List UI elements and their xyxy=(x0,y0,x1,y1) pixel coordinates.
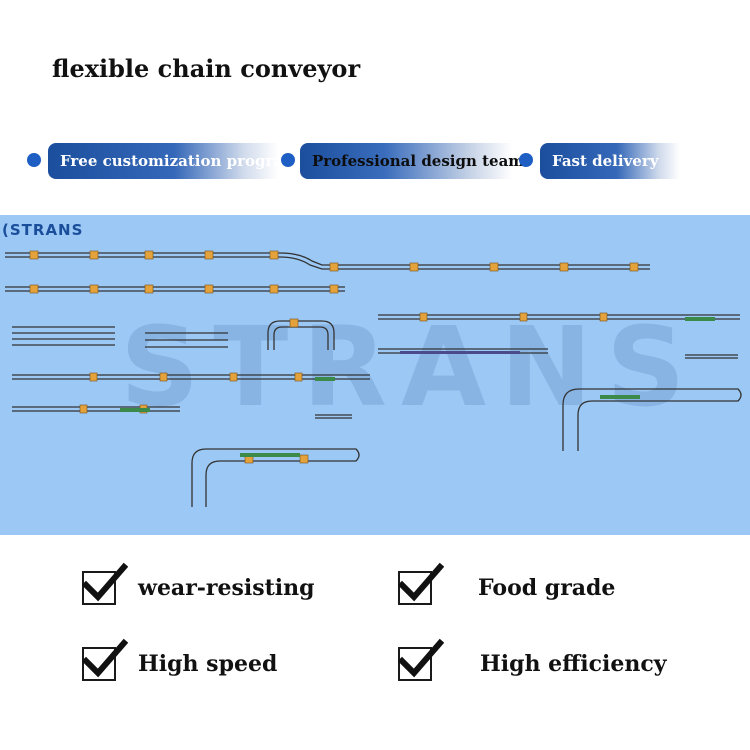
conveyor-diagram-panel: STRANS (STRANS xyxy=(0,215,750,535)
feature-free-customization: Free customization program xyxy=(48,143,299,179)
checkmark-icon xyxy=(82,638,128,678)
conveyor-stack-1 xyxy=(12,326,115,346)
checkmark-icon xyxy=(398,562,444,602)
conveyor-drawing xyxy=(5,250,742,507)
checkbox-frame xyxy=(82,638,128,681)
feature-bar: Free customization program Professional … xyxy=(0,140,750,184)
conveyor-line-6 xyxy=(12,406,180,412)
conveyor-line-5 xyxy=(12,374,370,380)
conveyor-stack-2 xyxy=(145,332,228,348)
checkmark-icon xyxy=(82,562,128,602)
bullet-dot-icon xyxy=(519,153,533,167)
checkbox-frame xyxy=(398,562,444,605)
bullet-dot-icon xyxy=(27,153,41,167)
benefits-section: wear-resisting Food grade High speed Hig… xyxy=(0,555,750,705)
conveyor-line-1 xyxy=(5,252,650,266)
bullet-dot-icon xyxy=(281,153,295,167)
conveyor-arch xyxy=(267,320,335,350)
checkmark-icon xyxy=(398,638,444,678)
conveyor-l-shape-2 xyxy=(562,388,742,451)
page-title: flexible chain conveyor xyxy=(52,54,361,83)
brand-logo: (STRANS xyxy=(2,221,84,239)
conveyor-line-3 xyxy=(378,314,740,320)
brand-c-icon: ( xyxy=(2,221,10,239)
watermark: STRANS xyxy=(120,303,700,431)
checkbox-frame xyxy=(398,638,444,681)
checkbox-frame xyxy=(82,562,128,605)
feature-fast-delivery: Fast delivery xyxy=(540,143,680,179)
conveyor-l-shape-1 xyxy=(191,448,360,507)
feature-professional-design: Professional design team xyxy=(300,143,524,179)
